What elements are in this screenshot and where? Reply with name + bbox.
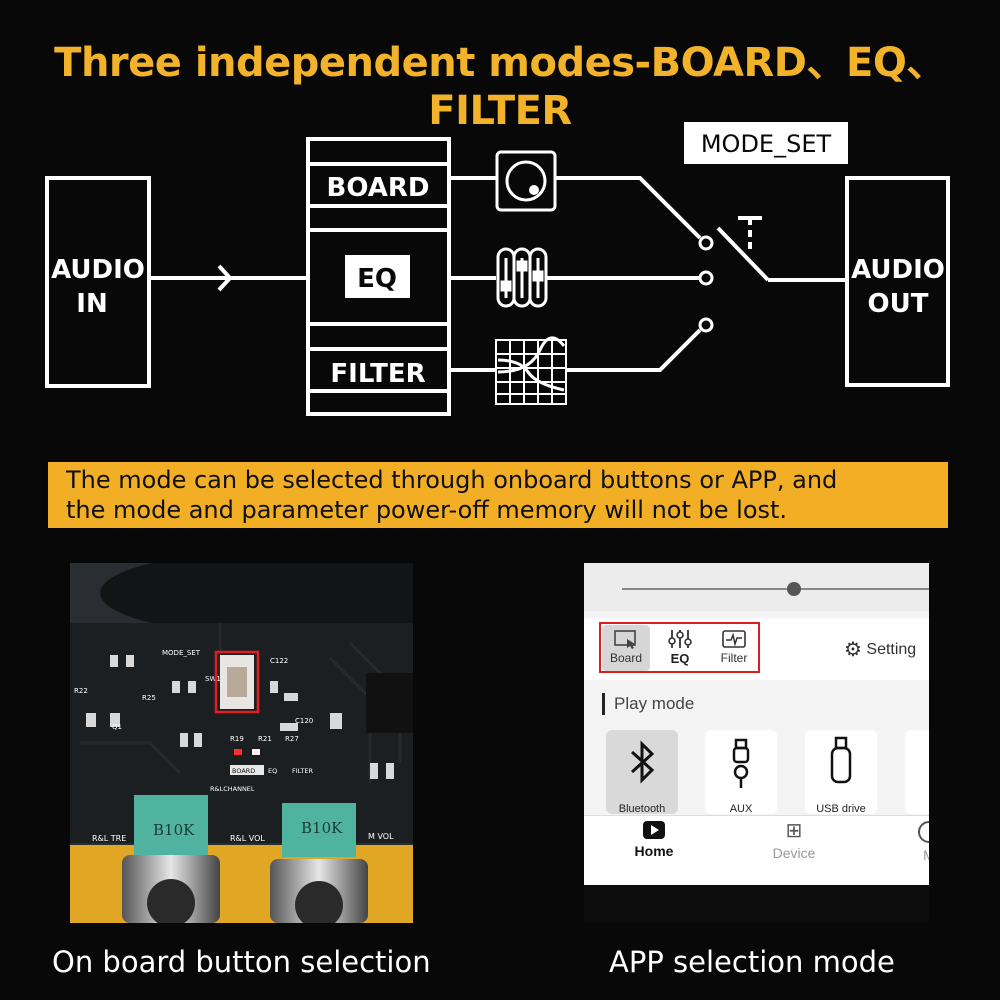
svg-text:R&L TRE: R&L TRE: [92, 834, 126, 843]
source-bluetooth[interactable]: Bluetooth: [606, 730, 678, 814]
bluetooth-icon: [630, 740, 655, 784]
nav-device-label: Device: [772, 845, 816, 861]
audio-in-label-2: IN: [76, 289, 107, 319]
nav-home-label: Home: [634, 843, 674, 859]
tab-filter-label: Filter: [720, 651, 748, 665]
play-mode-heading: Play mode: [614, 694, 695, 713]
board-photo: MODE_SET R22 R25 R21 R27 R19 C122 C120 Q…: [70, 563, 413, 923]
nav-device[interactable]: ⊞ Device: [749, 821, 839, 861]
info-banner: The mode can be selected through onboard…: [48, 462, 948, 528]
page-title: Three independent modes-BOARD、EQ、FILTER: [54, 40, 946, 134]
svg-text:FILTER: FILTER: [292, 767, 313, 775]
mode-filter-label: FILTER: [330, 359, 425, 389]
tab-board[interactable]: Board: [602, 625, 650, 671]
mode-board-label: BOARD: [327, 173, 430, 203]
bottom-nav: [584, 815, 929, 888]
board-icon: [614, 630, 636, 649]
device-grid-icon: ⊞: [785, 820, 803, 842]
volume-panel: [584, 563, 929, 611]
mode-tabs-highlight: [599, 622, 760, 673]
filter-curve-icon: [495, 336, 567, 405]
audio-out-label-2: OUT: [868, 289, 929, 319]
usb-drive-icon: [830, 736, 852, 784]
svg-text:MODE_SET: MODE_SET: [162, 649, 201, 657]
tab-filter[interactable]: Filter: [710, 625, 758, 671]
aux-jack-icon: [732, 738, 750, 788]
signal-arrow-icon: [217, 264, 233, 292]
svg-text:BOARD: BOARD: [232, 767, 255, 775]
svg-text:C120: C120: [295, 717, 313, 725]
svg-text:R25: R25: [142, 694, 156, 702]
svg-text:M VOL: M VOL: [368, 832, 394, 841]
banner-line-2: the mode and parameter power-off memory …: [66, 496, 788, 524]
svg-text:R21: R21: [258, 735, 272, 743]
volume-slider-track[interactable]: [622, 588, 929, 590]
mode-eq-label: EQ: [357, 264, 397, 294]
audio-in-box: [45, 176, 151, 388]
volume-slider-knob[interactable]: [787, 582, 801, 596]
settings-button[interactable]: ⚙ Setting: [844, 637, 916, 662]
knob-icon: [495, 150, 557, 212]
svg-text:R22: R22: [74, 687, 88, 695]
source-more[interactable]: [905, 730, 929, 814]
section-marker: [602, 693, 605, 715]
eq-sliders-icon: [496, 247, 548, 308]
svg-text:R19: R19: [230, 735, 244, 743]
source-bluetooth-label: Bluetooth: [618, 803, 666, 814]
svg-text:R&L VOL: R&L VOL: [230, 834, 265, 843]
app-screenshot: Board EQ Filter ⚙ Setting Play mode Blue…: [584, 563, 929, 923]
audio-out-box: [845, 176, 950, 387]
svg-text:B10K: B10K: [153, 821, 195, 839]
pcb-illustration: MODE_SET R22 R25 R21 R27 R19 C122 C120 Q…: [70, 563, 413, 923]
phone-home-area: [584, 885, 929, 923]
gear-icon: ⚙: [844, 639, 862, 661]
nav-more[interactable]: M: [884, 821, 929, 863]
tab-eq-label: EQ: [670, 651, 690, 666]
sliders-icon: [668, 630, 692, 648]
play-icon: [643, 821, 665, 839]
svg-text:R27: R27: [285, 735, 299, 743]
tab-eq[interactable]: EQ: [656, 625, 704, 671]
svg-text:SW1: SW1: [205, 675, 221, 683]
audio-out-label-1: AUDIO: [851, 255, 945, 285]
source-usb[interactable]: USB drive: [805, 730, 877, 814]
source-aux-label: AUX: [729, 803, 753, 814]
waveform-icon: [722, 630, 746, 648]
svg-text:Q1: Q1: [112, 723, 122, 731]
nav-more-label: M: [923, 847, 929, 863]
caption-app: APP selection mode: [609, 945, 895, 979]
more-icon: [918, 821, 929, 843]
audio-in-label-1: AUDIO: [51, 255, 145, 285]
source-usb-label: USB drive: [816, 803, 866, 814]
source-aux[interactable]: AUX: [705, 730, 777, 814]
banner-line-1: The mode can be selected through onboard…: [66, 466, 838, 494]
mode-diagram: AUDIO IN BOARD EQ FILTER: [45, 122, 950, 416]
svg-text:EQ: EQ: [268, 767, 277, 775]
caption-board: On board button selection: [52, 945, 431, 979]
mode-switch-arm: [716, 226, 770, 282]
svg-text:B10K: B10K: [301, 819, 343, 837]
settings-label: Setting: [866, 641, 917, 658]
tab-board-label: Board: [609, 651, 643, 665]
svg-text:C122: C122: [270, 657, 288, 665]
svg-text:R&LCHANNEL: R&LCHANNEL: [210, 785, 255, 793]
mode-set-label: MODE_SET: [701, 130, 832, 158]
nav-home[interactable]: Home: [609, 821, 699, 859]
